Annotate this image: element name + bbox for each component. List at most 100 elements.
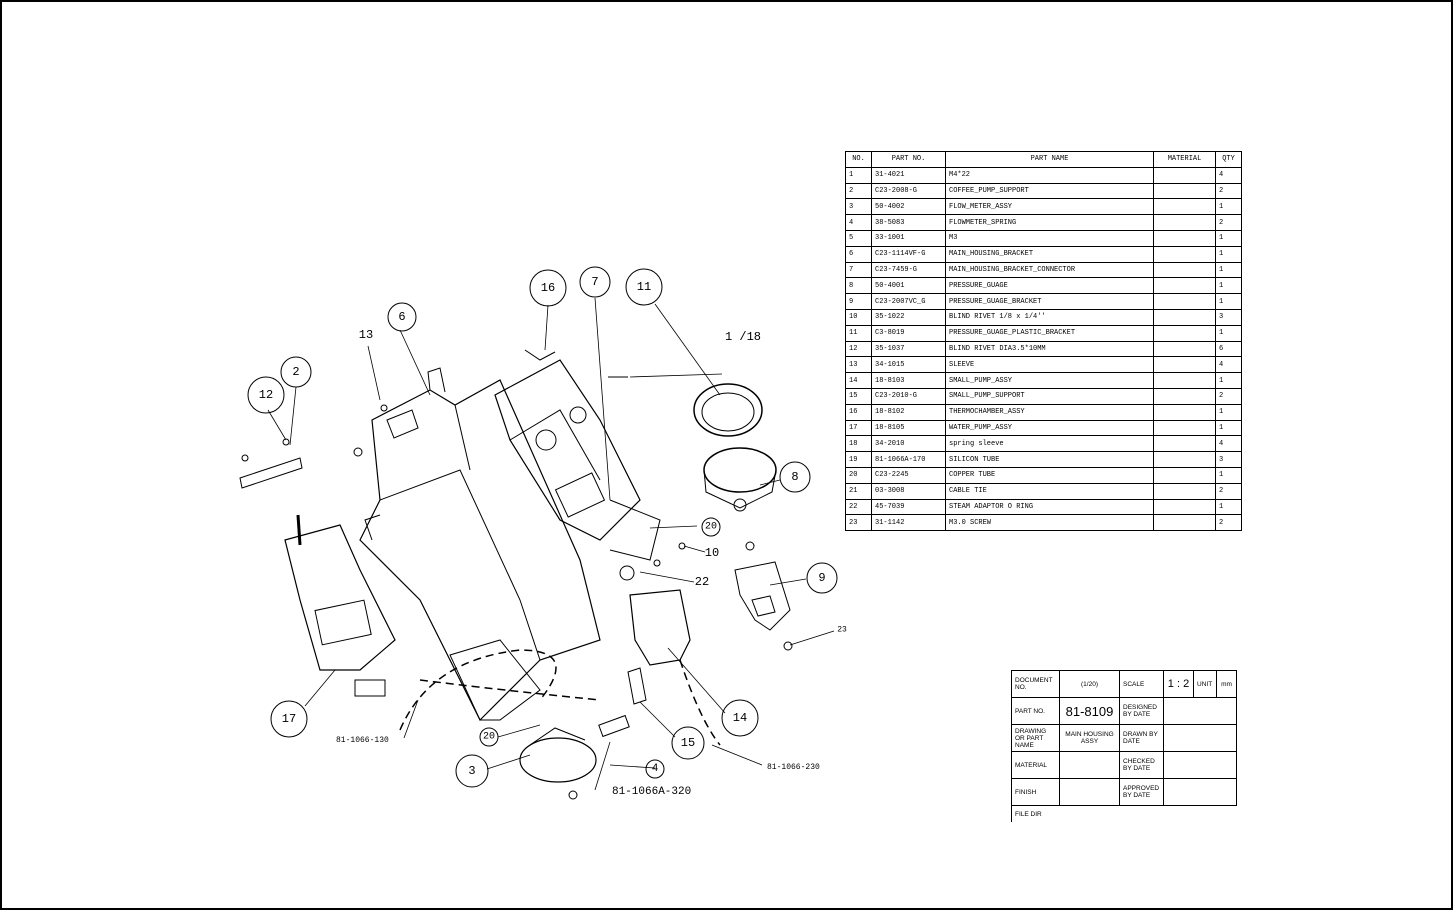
bom-cell-material (1153, 435, 1216, 453)
bom-cell-no: 7 (845, 261, 872, 279)
bom-cell-material (1153, 261, 1216, 279)
bom-cell-qty: 1 (1215, 277, 1242, 295)
bom-cell-no: 2 (845, 182, 872, 200)
bom-cell-no: 21 (845, 482, 872, 500)
bom-cell-part-no: 34-1015 (871, 356, 946, 374)
balloon-9 (806, 562, 838, 594)
bom-cell-material (1153, 514, 1216, 532)
balloon-label: 16 (541, 281, 555, 295)
bom-cell-part-name: spring sleeve (945, 435, 1154, 453)
bom-cell-part-no: C23-2007VC_G (871, 293, 946, 310)
part-no-label: PART NO. (1011, 697, 1060, 725)
balloon-label: 23 (837, 626, 847, 635)
bom-cell-part-name: SMALL_PUMP_ASSY (945, 372, 1154, 389)
material-label: MATERIAL (1011, 751, 1060, 779)
callout-tube-a: 81-1066-130 (336, 736, 389, 745)
bom-cell-no: 13 (845, 356, 872, 374)
bom-cell-no: 12 (845, 340, 872, 358)
finish-label: FINISH (1011, 778, 1060, 806)
bom-cell-part-name: COPPER TUBE (945, 466, 1154, 484)
bom-cell-part-name: SLEEVE (945, 356, 1154, 374)
bom-cell-qty: 1 (1215, 245, 1242, 263)
balloon-17 (270, 700, 308, 738)
bom-cell-no: 1 (845, 166, 872, 184)
bom-cell-qty: 2 (1215, 182, 1242, 200)
bom-cell-no: 22 (845, 498, 872, 516)
bom-header-no: NO. (845, 151, 872, 168)
bom-cell-part-name: PRESSURE_GUAGE (945, 277, 1154, 295)
scale-label: SCALE (1119, 670, 1164, 698)
bom-cell-material (1153, 419, 1216, 437)
bom-cell-qty: 1 (1215, 293, 1242, 310)
bom-cell-qty: 4 (1215, 435, 1242, 453)
bom-cell-no: 10 (845, 308, 872, 326)
bom-cell-part-name: BLIND RIVET 1/8 x 1/4'' (945, 308, 1154, 326)
bom-cell-part-name: CABLE TIE (945, 482, 1154, 500)
balloon-label: 11 (637, 280, 651, 294)
file-dir-label: FILE DIR (1011, 805, 1060, 822)
bom-cell-material (1153, 245, 1216, 263)
bom-cell-no: 15 (845, 387, 872, 405)
bom-cell-part-no: C23-2008-G (871, 182, 946, 200)
drawn-by-value (1163, 724, 1237, 752)
bom-cell-material (1153, 387, 1216, 405)
bom-cell-part-no: 45-7039 (871, 498, 946, 516)
bom-header-material: MATERIAL (1153, 151, 1216, 168)
bom-cell-material (1153, 277, 1216, 295)
balloon-label: 6 (398, 310, 405, 324)
bom-cell-qty: 1 (1215, 372, 1242, 389)
bom-cell-part-no: 03-3008 (871, 482, 946, 500)
bom-cell-part-no: 31-4021 (871, 166, 946, 184)
unit-value: mm (1216, 670, 1237, 698)
bom-cell-part-name: MAIN_HOUSING_BRACKET (945, 245, 1154, 263)
balloon-2 (280, 356, 312, 388)
balloon-label: 12 (259, 388, 273, 402)
bom-cell-part-name: COFFEE_PUMP_SUPPORT (945, 182, 1154, 200)
balloon-14 (721, 699, 759, 737)
callout-tube-b: 81-1066A-320 (612, 786, 691, 798)
balloon-20a (701, 517, 721, 537)
balloon-6 (387, 302, 417, 332)
balloon-label: 9 (818, 571, 825, 585)
balloon-16 (529, 269, 567, 307)
bom-cell-part-no: 38-5083 (871, 214, 946, 231)
balloon-label: 2 (292, 365, 299, 379)
bom-cell-material (1153, 498, 1216, 516)
main-housing-bracket-part (353, 367, 601, 722)
balloon-4 (645, 759, 665, 779)
bom-cell-part-no: C3-8019 (871, 324, 946, 342)
bom-cell-part-name: FLOW_METER_ASSY (945, 198, 1154, 216)
flow-meter-part (519, 714, 630, 783)
bom-cell-qty: 1 (1215, 498, 1242, 516)
callout-screw: 1 /18 (725, 330, 761, 344)
balloon-label: 7 (591, 275, 598, 289)
bom-cell-part-no: 18-8102 (871, 403, 946, 421)
bom-cell-part-name: M3 (945, 229, 1154, 247)
bom-cell-no: 20 (845, 466, 872, 484)
bom-cell-qty: 4 (1215, 166, 1242, 184)
bom-cell-part-name: BLIND RIVET DIA3.5*10MM (945, 340, 1154, 358)
bom-cell-material (1153, 324, 1216, 342)
balloon-12 (247, 376, 285, 414)
drawing-name-label: DRAWING OR PART NAME (1011, 724, 1060, 752)
scale-value: 1 : 2 (1163, 670, 1194, 698)
bom-cell-qty: 2 (1215, 214, 1242, 231)
bom-cell-material (1153, 482, 1216, 500)
bom-cell-material (1153, 451, 1216, 468)
balloon-label: 4 (652, 763, 659, 775)
document-no-label: DOCUMENT NO. (1011, 670, 1060, 698)
pressure-gauge-part (703, 447, 777, 512)
bom-cell-qty: 1 (1215, 466, 1242, 484)
balloon-label: 8 (791, 470, 798, 484)
balloon-11 (625, 268, 663, 306)
balloon-circles (247, 266, 838, 788)
